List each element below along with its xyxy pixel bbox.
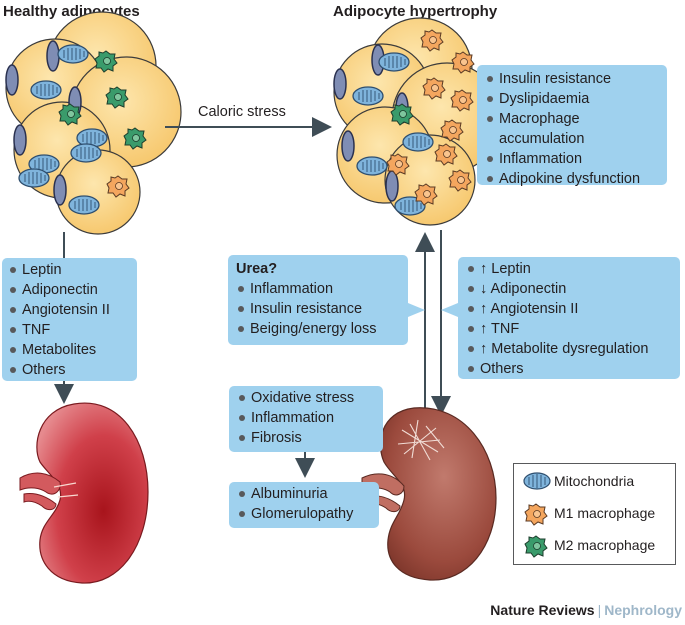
m2-macrophage-icon: [524, 535, 548, 558]
urea-pointer: [408, 303, 425, 317]
legend-row-m2: M2 macrophage: [514, 533, 675, 559]
adipokine-item: Metabolites: [8, 340, 133, 360]
dysreg-item: ↑ TNF: [466, 319, 676, 339]
legend-label: M1 macrophage: [554, 505, 656, 521]
healthy-adipocyte-cluster: [5, 11, 182, 235]
kidney-outcome-box: Albuminuria Glomerulopathy: [229, 482, 379, 528]
adipokine-dysregulation-box: ↑ Leptin ↓ Adiponectin ↑ Angiotensin II …: [458, 257, 680, 379]
outcome-item: Glomerulopathy: [237, 504, 375, 524]
dysreg-item: Others: [466, 359, 676, 379]
healthy-adipokines-box: Leptin Adiponectin Angiotensin II TNF Me…: [2, 258, 137, 381]
dysreg-pointer: [441, 303, 458, 317]
healthy-kidney: [19, 402, 149, 584]
legend-label: M2 macrophage: [554, 537, 656, 553]
outcome-item: Albuminuria: [237, 484, 375, 504]
hypertrophy-item: Inflammation: [485, 149, 663, 169]
kidney-stress-item: Fibrosis: [237, 428, 379, 448]
legend: Mitochondria M1 macrophage M2 macrophage: [513, 463, 676, 565]
hypertrophy-item: Insulin resistance: [485, 69, 663, 89]
dysreg-item: ↑ Metabolite dysregulation: [466, 339, 676, 359]
urea-item: Beiging/energy loss: [236, 319, 404, 339]
credit-separator: |: [597, 602, 602, 618]
urea-box: Urea? Inflammation Insulin resistance Be…: [228, 255, 408, 345]
hypertrophic-adipocyte-cluster: [333, 17, 503, 226]
adipokine-item: Angiotensin II: [8, 300, 133, 320]
m1-macrophage-icon: [524, 503, 548, 526]
legend-row-m1: M1 macrophage: [514, 501, 675, 527]
publisher-name: Nature Reviews: [490, 602, 595, 618]
caloric-stress-label: Caloric stress: [198, 104, 286, 120]
urea-heading: Urea?: [236, 261, 278, 277]
kidney-stress-item: Inflammation: [237, 408, 379, 428]
adipokine-item: TNF: [8, 320, 133, 340]
urea-item: Insulin resistance: [236, 299, 404, 319]
mitochondria-icon: [523, 472, 551, 490]
kidney-stress-item: Oxidative stress: [237, 388, 379, 408]
hypertrophy-title: Adipocyte hypertrophy: [333, 3, 498, 20]
hypertrophy-item: Dyslipidaemia: [485, 89, 663, 109]
legend-label: Mitochondria: [554, 473, 635, 489]
journal-credit: Nature Reviews|Nephrology: [490, 602, 682, 618]
adipokine-item: Adiponectin: [8, 280, 133, 300]
hypertrophy-effects-box: Insulin resistance Dyslipidaemia Macroph…: [477, 65, 667, 187]
urea-item: Inflammation: [236, 279, 404, 299]
journal-name: Nephrology: [604, 602, 682, 618]
oxidative-stress-box: Oxidative stress Inflammation Fibrosis: [229, 386, 383, 452]
legend-row-mitochondria: Mitochondria: [514, 469, 675, 495]
hypertrophy-item: Adipokine dysfunction: [485, 169, 663, 189]
dysreg-item: ↓ Adiponectin: [466, 279, 676, 299]
diseased-kidney: [361, 407, 497, 581]
dysreg-item: ↑ Angiotensin II: [466, 299, 676, 319]
dysreg-item: ↑ Leptin: [466, 259, 676, 279]
adipokine-item: Leptin: [8, 260, 133, 280]
hypertrophy-item: Macrophage accumulation: [485, 109, 619, 149]
adipokine-item: Others: [8, 360, 133, 380]
